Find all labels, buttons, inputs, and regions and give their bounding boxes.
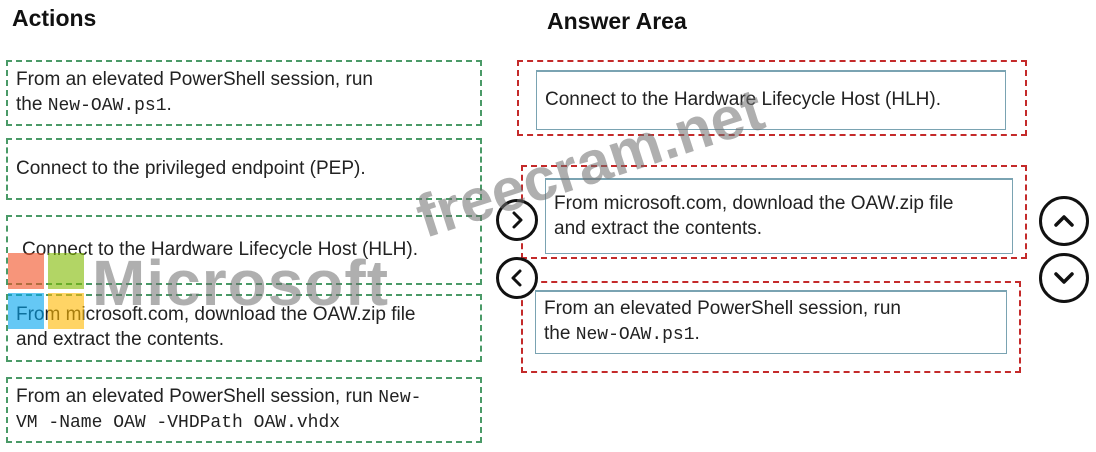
action-item-label: Connect to the Hardware Lifecycle Host (… xyxy=(22,238,418,260)
action-item-line: VM -Name OAW -VHDPath OAW.vhdx xyxy=(16,413,341,433)
action-item-label: Connect to the privileged endpoint (PEP)… xyxy=(16,157,366,179)
action-item-line: From microsoft.com, download the OAW.zip… xyxy=(16,304,416,326)
watermark-logo xyxy=(8,253,84,329)
action-item-run-new-oaw[interactable]: From an elevated PowerShell session, run… xyxy=(6,60,482,126)
answer-area-heading: Answer Area xyxy=(547,8,687,34)
action-item-connect-hlh[interactable]: Connect to the Hardware Lifecycle Host (… xyxy=(6,215,482,285)
move-right-button[interactable] xyxy=(496,199,538,241)
action-item-run-new-vm[interactable]: From an elevated PowerShell session, run… xyxy=(6,377,482,443)
answer-item-run-new-oaw[interactable]: From an elevated PowerShell session, run… xyxy=(535,290,1007,354)
action-item-line: From an elevated PowerShell session, run xyxy=(16,68,373,90)
answer-item-line: From microsoft.com, download the OAW.zip… xyxy=(554,192,954,214)
chevron-right-icon xyxy=(512,211,523,229)
actions-heading: Actions xyxy=(12,5,97,31)
answer-item-line: and extract the contents. xyxy=(554,217,763,239)
answer-slot-1[interactable] xyxy=(517,60,1027,136)
answer-item-line: From an elevated PowerShell session, run xyxy=(544,298,901,320)
action-item-connect-pep[interactable]: Connect to the privileged endpoint (PEP)… xyxy=(6,138,482,200)
action-item-line: the New-OAW.ps1. xyxy=(16,93,172,116)
answer-item-line: the New-OAW.ps1. xyxy=(544,323,700,346)
answer-item-label: Connect to the Hardware Lifecycle Host (… xyxy=(545,89,941,111)
move-down-button[interactable] xyxy=(1039,253,1089,303)
answer-item-connect-hlh[interactable]: Connect to the Hardware Lifecycle Host (… xyxy=(536,70,1006,130)
answer-item-download-oaw-zip[interactable]: From microsoft.com, download the OAW.zip… xyxy=(545,178,1013,254)
move-up-button[interactable] xyxy=(1039,196,1089,246)
answer-slot-3[interactable] xyxy=(521,281,1021,373)
chevron-down-icon xyxy=(1054,272,1074,284)
chevron-up-icon xyxy=(1054,215,1074,227)
move-left-button[interactable] xyxy=(496,257,538,299)
action-item-line: From an elevated PowerShell session, run… xyxy=(16,385,422,408)
action-item-line: and extract the contents. xyxy=(16,329,225,350)
chevron-left-icon xyxy=(511,269,522,287)
action-item-download-oaw-zip[interactable]: From microsoft.com, download the OAW.zip… xyxy=(6,294,482,362)
